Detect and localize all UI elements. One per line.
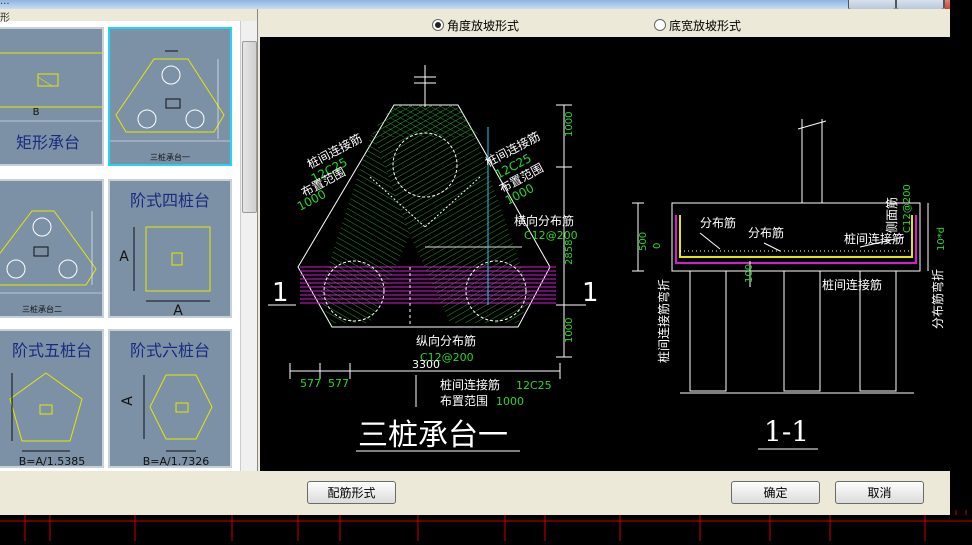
thumb-b-label: B [32, 107, 40, 118]
dim-3300: 3300 [412, 358, 440, 371]
dim-top: 1000 [564, 112, 575, 137]
label-anchor: 10*d [936, 227, 947, 251]
thumb-three-pile-cap-1[interactable]: 三桩承台一 [108, 27, 232, 166]
thumb-a-label: A [173, 303, 183, 319]
label-range-bottom: 布置范围 [440, 394, 488, 408]
label-spec-bottom: 12C25 [516, 379, 552, 392]
cad-preview: 1 1 桩间连接筋 12C25 布置范围 1000 桩间连接筋 12C25 布置… [260, 37, 950, 471]
label-pile-conn-bend: 桩间连接筋弯折 [656, 279, 671, 363]
label-dist-rebar-1: 分布筋 [700, 215, 736, 230]
label-side-spec: C12@200 [902, 184, 913, 233]
stepped-five-pile-preview [9, 372, 83, 452]
label-dist-bend: 分布筋弯折 [930, 269, 945, 329]
dim-2858: 2858 [564, 240, 575, 265]
background-bottom [0, 515, 972, 541]
thumb-name: 阶式六桩台 [129, 341, 210, 360]
thumb-a-label: A [120, 396, 136, 406]
dim-500: 500 [638, 232, 649, 251]
thumb-stepped-four-pile[interactable]: 阶式四桩台 A A [108, 179, 232, 319]
dim-bottom: 1000 [564, 318, 575, 343]
label-longitudinal: 纵向分布筋 [416, 333, 476, 348]
thumb-stepped-five-pile[interactable]: 阶式五桩台 B=A/1.5385 [0, 329, 104, 468]
dim-577-a: 577 [300, 377, 321, 390]
shape-list-panel: 形 B 矩形承台 三 [0, 9, 258, 471]
thumb-name: 矩形承台 [15, 133, 80, 152]
radio-angle-slope[interactable]: 角度放坡形式 [432, 17, 519, 34]
section-mark-left: 1 [272, 278, 289, 308]
ok-button[interactable]: 确定 [731, 481, 820, 504]
cancel-button[interactable]: 取消 [835, 481, 924, 504]
thumb-sub: 三桩承台二 [22, 305, 62, 314]
label-transverse-spec: C12@200 [524, 229, 578, 242]
label-longitudinal-spec: C12@200 [420, 351, 474, 364]
radio-dot-icon [654, 19, 666, 31]
radio-label: 角度放坡形式 [447, 19, 520, 33]
background-grid-bottom [0, 515, 972, 541]
thumb-sub: 三桩承台一 [150, 153, 190, 162]
radio-label: 底宽放坡形式 [669, 19, 742, 33]
section-view [632, 119, 929, 394]
three-pile-cap-1-preview [110, 50, 230, 142]
thumb-three-pile-cap-2[interactable]: 三桩承台二 [0, 179, 104, 318]
three-pile-cap-2-preview [0, 210, 102, 294]
dim-0: 0 [652, 243, 663, 249]
thumb-name: 阶式四桩台 [129, 191, 210, 210]
thumb-stepped-six-pile[interactable]: 阶式六桩台 A B=A/1.7326 [108, 329, 232, 468]
radio-bottom-width-slope[interactable]: 底宽放坡形式 [654, 17, 741, 34]
background-edge [950, 0, 972, 541]
title-bar: ... [0, 0, 972, 10]
thumb-a-label: A [119, 249, 129, 265]
thumbnail-scrollbar[interactable] [240, 21, 257, 471]
dim-100: 100 [744, 264, 755, 283]
thumb-rect-cap[interactable]: B 矩形承台 [0, 27, 104, 166]
label-pile-conn-bottom: 桩间连接筋 [440, 377, 500, 392]
rect-cap-preview [0, 52, 102, 122]
window-title: ... [0, 0, 10, 7]
plan-title: 三桩承台一 [358, 418, 508, 453]
thumb-formula: B=A/1.7326 [142, 455, 210, 468]
scrollbar-thumb[interactable] [242, 41, 257, 213]
slope-form-options: 角度放坡形式 底宽放坡形式 [260, 9, 950, 37]
section-mark-right: 1 [582, 278, 599, 308]
background-grid-right [950, 510, 972, 541]
panel-header: 形 [0, 9, 257, 24]
section-title: 1-1 [764, 415, 809, 448]
label-pile-conn-section-2: 桩间连接筋 [822, 277, 882, 292]
label-range-value-bottom: 1000 [496, 395, 524, 408]
label-transverse: 横向分布筋 [514, 213, 574, 228]
section-labels: 分布筋 分布筋 桩间连接筋 桩间连接筋 侧面筋 C12@200 500 0 10… [638, 184, 947, 450]
thumb-name: 阶式五桩台 [11, 341, 92, 360]
label-side-rebar: 侧面筋 [884, 197, 899, 233]
thumb-formula: B=A/1.5385 [18, 455, 86, 468]
label-pile-conn-section: 桩间连接筋 [844, 231, 904, 246]
rebar-form-button[interactable]: 配筋形式 [307, 481, 396, 504]
dim-577-b: 577 [328, 377, 349, 390]
cad-drawing: 1 1 桩间连接筋 12C25 布置范围 1000 桩间连接筋 12C25 布置… [268, 65, 947, 453]
label-dist-rebar-2: 分布筋 [748, 225, 784, 240]
stepped-four-pile-preview [133, 226, 211, 302]
dialog: 形 B 矩形承台 三 [0, 9, 950, 515]
plan-view [268, 65, 586, 407]
radio-dot-icon [432, 19, 444, 31]
stepped-six-pile-preview [143, 374, 213, 452]
